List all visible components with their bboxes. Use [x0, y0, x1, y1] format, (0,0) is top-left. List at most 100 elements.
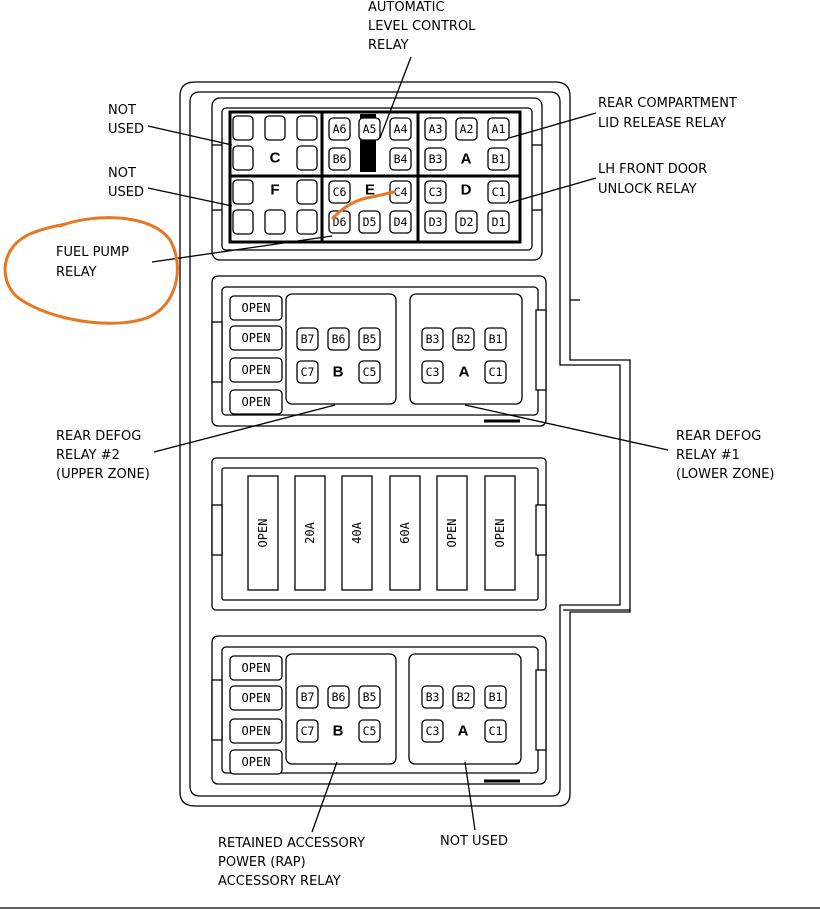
- terminal-B3: [424, 147, 447, 171]
- terminal-D5: [358, 210, 381, 234]
- terminal-label: C7: [301, 365, 315, 379]
- terminal-label: D5: [363, 215, 377, 229]
- label-fuel-pump-relay: FUEL PUMP: [56, 245, 129, 260]
- terminal-label: D1: [492, 215, 506, 229]
- relay-letter: A: [458, 723, 469, 740]
- fuse-slot: [389, 475, 421, 591]
- open-slot: [229, 295, 283, 321]
- terminal-label: B7: [301, 332, 315, 346]
- terminal-label: A4: [394, 122, 408, 136]
- terminal-label: B7: [301, 690, 315, 704]
- unused-cell: [296, 209, 318, 235]
- open-label: OPEN: [242, 691, 271, 705]
- label-not-used-mid: USED: [108, 185, 144, 200]
- open-slot: [229, 685, 283, 711]
- open-label: OPEN: [242, 661, 271, 675]
- terminal-label: C4: [394, 185, 408, 199]
- terminal-label: C1: [489, 724, 503, 738]
- label-not-used-bottom: NOT USED: [440, 834, 508, 849]
- open-slot: [229, 357, 283, 383]
- label-rap-relay: ACCESSORY RELAY: [218, 874, 341, 889]
- relay-a-lower: [408, 653, 522, 765]
- fuse-label: OPEN: [445, 519, 459, 548]
- relay-letter-e: E: [365, 182, 375, 199]
- terminal-label: B6: [333, 152, 347, 166]
- callout-labels: AUTOMATIC LEVEL CONTROL RELAY NOT USED N…: [56, 0, 774, 889]
- annotation-stroke: [331, 190, 396, 220]
- label-rear-compartment-lid: REAR COMPARTMENT: [598, 96, 737, 111]
- housing-inner: [189, 91, 621, 797]
- terminal-label: A1: [492, 122, 506, 136]
- housing-outline: [179, 81, 631, 807]
- open-slot: [229, 749, 283, 775]
- terminal-label: C5: [363, 365, 377, 379]
- label-not-used-mid: NOT: [108, 166, 136, 181]
- label-rear-defog-2: (UPPER ZONE): [56, 467, 150, 482]
- terminal-label: B5: [363, 332, 377, 346]
- open-slot: [229, 325, 283, 351]
- terminal-B1: [487, 147, 510, 171]
- open-label: OPEN: [242, 301, 271, 315]
- terminal-label: B6: [332, 332, 346, 346]
- fuse-slot: [484, 475, 516, 591]
- open-slot: [229, 389, 283, 415]
- open-label: OPEN: [242, 755, 271, 769]
- label-rear-defog-2: RELAY #2: [56, 448, 120, 463]
- unused-cell: [232, 179, 254, 205]
- relay-letter-f: F: [270, 182, 279, 199]
- terminal-A4: [389, 117, 412, 141]
- unused-cell: [264, 209, 286, 235]
- terminal-D3: [424, 210, 447, 234]
- fuse-label: OPEN: [493, 519, 507, 548]
- relay-letter-d: D: [461, 182, 472, 199]
- fuse-slot: [436, 475, 468, 591]
- fuse-label: 40A: [350, 521, 364, 543]
- terminal-label: C6: [333, 185, 347, 199]
- open-label: OPEN: [242, 724, 271, 738]
- terminal-C6: [328, 180, 351, 204]
- terminal-A1: [487, 117, 510, 141]
- lower-relay-block: OPEN OPEN OPEN OPEN B7 B6 B5 C7 B C5 B3 …: [211, 635, 547, 785]
- unused-cell: [232, 115, 254, 141]
- terminal-A3: [424, 117, 447, 141]
- terminal-label: B3: [426, 690, 440, 704]
- upper-relay-block: OPEN OPEN OPEN OPEN B7 B6 B5 C7 B C5 B3 …: [211, 275, 547, 427]
- terminal-label: D3: [429, 215, 443, 229]
- terminal-A2: [455, 117, 478, 141]
- relay-b-lower: [285, 653, 397, 765]
- terminal-B6: [328, 147, 351, 171]
- unused-cell: [232, 145, 254, 171]
- relay-letter-b: B: [365, 151, 376, 168]
- open-slot: [229, 655, 283, 681]
- terminal-label: B5: [363, 690, 377, 704]
- terminal-label: C3: [426, 724, 440, 738]
- terminal-label: A6: [333, 122, 347, 136]
- label-rear-defog-1: RELAY #1: [676, 448, 740, 463]
- terminal-label: B4: [394, 152, 408, 166]
- terminal-label: B3: [429, 152, 443, 166]
- terminal-label: A2: [460, 122, 474, 136]
- fuse-label: 60A: [398, 521, 412, 543]
- label-automatic-level-control: AUTOMATIC: [368, 0, 445, 15]
- label-rap-relay: POWER (RAP): [218, 855, 306, 870]
- label-not-used-top: USED: [108, 122, 144, 137]
- open-label: OPEN: [242, 363, 271, 377]
- label-automatic-level-control: RELAY: [368, 38, 409, 53]
- label-rear-defog-2: REAR DEFOG: [56, 429, 141, 444]
- label-rear-defog-1: REAR DEFOG: [676, 429, 761, 444]
- unused-cell: [296, 145, 318, 171]
- terminal-label: C3: [426, 365, 440, 379]
- terminal-D1: [487, 210, 510, 234]
- terminal-label: D2: [460, 215, 474, 229]
- unused-cell: [296, 179, 318, 205]
- terminal-label: C3: [429, 185, 443, 199]
- terminal-D2: [455, 210, 478, 234]
- terminal-label: C1: [489, 365, 503, 379]
- label-not-used-top: NOT: [108, 103, 136, 118]
- open-label: OPEN: [242, 395, 271, 409]
- relay-letter: B: [333, 364, 344, 381]
- terminal-label: D4: [394, 215, 408, 229]
- terminal-A6: [328, 117, 351, 141]
- fuse-block: OPEN 20A 40A 60A OPEN OPEN: [211, 457, 547, 611]
